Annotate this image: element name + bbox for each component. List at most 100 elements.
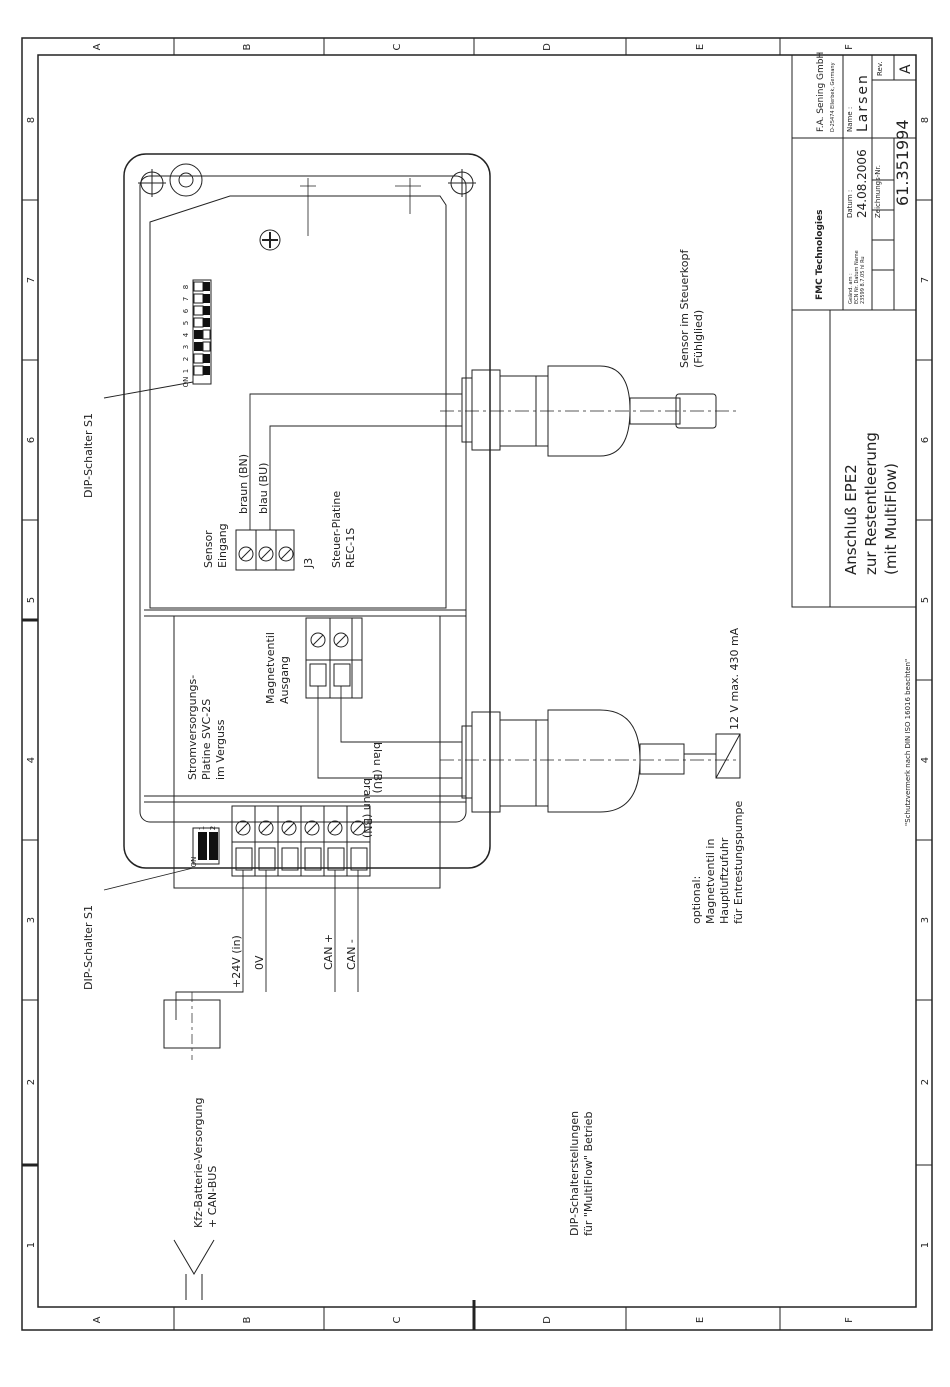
dip-switch-s1-label-top: DIP-Schalter S1 — [82, 413, 95, 498]
sensor-input-label-1: Sensor — [202, 530, 215, 568]
name-label: Name : — [846, 107, 854, 132]
zone-number-5-right: 5 — [920, 597, 931, 603]
supply-arrow — [173, 1239, 215, 1300]
zone-letter-e-bottom: E — [695, 1317, 706, 1323]
fmc-logo: FMC Technologies — [815, 210, 825, 300]
power-board-label-1: Stromversorgungs- — [186, 675, 199, 780]
mount-boss — [169, 163, 203, 197]
drawing-number-label: Zeichnungs-Nr. — [874, 165, 882, 218]
zone-number-4-right: 4 — [920, 757, 931, 763]
dip2-num-2: 2 — [209, 826, 217, 830]
valve-output-label-1: Magnetventil — [264, 632, 277, 704]
solenoid-valve-symbol — [684, 733, 741, 779]
zone-number-1-right: 1 — [920, 1242, 931, 1248]
revision-label: Rev. — [876, 61, 884, 76]
zone-letter-c-bottom: C — [392, 1316, 403, 1323]
dip-settings-label-1: DIP-Schalterstellungen — [568, 1111, 581, 1236]
drawing-number-value: 61.351994 — [893, 119, 912, 206]
terminal-power — [231, 805, 371, 877]
optional-label-2: Magnetventil in — [704, 839, 717, 924]
name-value: Larsen — [855, 73, 871, 132]
dip8-num-3: 3 — [182, 345, 190, 349]
cable-gland-top[interactable] — [440, 365, 740, 457]
wire-label-can-plus: CAN + — [322, 934, 335, 970]
zone-number-7-left: 7 — [26, 277, 37, 283]
zone-number-6-right: 6 — [920, 437, 931, 443]
drawing-title-2: zur Restentleerung — [862, 432, 880, 575]
voltage-label: 12 V max. 430 mA — [728, 627, 741, 730]
zone-number-8-left: 8 — [26, 117, 37, 123]
control-board-label-2: REC-1S — [344, 528, 357, 568]
terminal-magnetventil — [305, 617, 363, 699]
dip8-num-1: 1 — [182, 369, 190, 373]
company-address: D-25474 Ellerbek, Germany — [830, 62, 836, 132]
dip2-num-1: 1 — [198, 826, 206, 830]
zone-number-2-right: 2 — [920, 1079, 931, 1085]
battery-cable[interactable] — [163, 992, 221, 1060]
zone-number-1-left: 1 — [26, 1242, 37, 1248]
company-name: F.A. Sening GmbH — [816, 52, 826, 132]
zone-letter-b-top: B — [242, 43, 253, 50]
zone-letter-f-bottom: F — [844, 1317, 855, 1323]
wires — [103, 381, 462, 1020]
zone-letter-f-top: F — [844, 44, 855, 50]
sensor-head-label-2: (Fühlglied) — [692, 310, 705, 368]
drawing-title-3: (mit MultiFlow) — [882, 463, 900, 575]
change-header-1: Geänd. am : — [848, 273, 854, 304]
terminal-j3 — [235, 529, 295, 571]
dip8-num-6: 6 — [182, 308, 190, 313]
change-row: 23599 8.7.05 hl Ru — [860, 256, 866, 304]
dip-switch-s1-label-bottom: DIP-Schalter S1 — [82, 905, 95, 990]
optional-label-3: Hauptluftzufuhr — [718, 837, 731, 924]
control-board-label-1: Steuer-Platine — [330, 491, 343, 568]
wire-label-braun-top: braun (BN) — [237, 454, 250, 514]
dip8-num-8: 8 — [182, 285, 190, 289]
zone-letter-e-top: E — [695, 44, 706, 50]
title-block — [791, 54, 917, 608]
zone-number-5-left: 5 — [26, 597, 37, 603]
dip-switch-2[interactable] — [192, 827, 220, 865]
zone-number-6-left: 6 — [26, 437, 37, 443]
battery-supply-label-2: + CAN-BUS — [206, 1166, 219, 1228]
control-board — [149, 195, 447, 609]
enclosure — [123, 153, 491, 869]
zone-number-3-left: 3 — [26, 917, 37, 923]
dip8-num-4: 4 — [182, 332, 190, 337]
date-value: 24.08.2006 — [855, 149, 869, 218]
revision-value: A — [898, 64, 914, 74]
zone-letter-c-top: C — [392, 43, 403, 50]
zone-number-8-right: 8 — [920, 117, 931, 123]
zone-number-2-left: 2 — [26, 1079, 37, 1085]
dip8-num-5: 5 — [182, 321, 190, 325]
zone-number-3-right: 3 — [920, 917, 931, 923]
dip8-num-2: 2 — [182, 357, 190, 361]
zone-letter-a-top: A — [92, 43, 103, 50]
screw — [259, 229, 281, 251]
enclosure-inner — [139, 175, 467, 823]
dip8-num-7: 7 — [182, 297, 190, 301]
zone-ticks — [22, 38, 932, 1330]
zone-letter-b-bottom: B — [242, 1316, 253, 1323]
change-header-2: ECN Nr. Datum Name — [854, 250, 860, 304]
wire-label-24v: +24V (in) — [230, 935, 243, 988]
zone-number-7-right: 7 — [920, 277, 931, 283]
sensor-head-label-1: Sensor im Steuerkopf — [678, 249, 691, 368]
power-board — [173, 615, 441, 889]
dip8-on-label: ON — [182, 377, 190, 388]
date-label: Datum : — [846, 190, 854, 218]
zone-letter-a-bottom: A — [92, 1316, 103, 1323]
outer-frame — [21, 37, 933, 1331]
dip-settings-label-2: für "MultiFlow" Betrieb — [582, 1112, 595, 1236]
dip2-on-label: ON — [190, 857, 198, 868]
optional-label-1: optional: — [690, 876, 703, 924]
sensor-input-label-2: Eingang — [216, 523, 229, 568]
inner-frame — [37, 54, 917, 1308]
power-board-label-2: Platine SVC-2S — [200, 699, 213, 780]
power-board-label-3: im Verguss — [214, 719, 227, 780]
cable-gland-bottom[interactable] — [440, 709, 740, 813]
valve-output-label-2: Ausgang — [278, 656, 291, 704]
zone-letter-d-bottom: D — [542, 1316, 553, 1324]
dip-switch-8[interactable] — [192, 279, 212, 385]
wire-label-can-minus: CAN - — [345, 939, 358, 970]
